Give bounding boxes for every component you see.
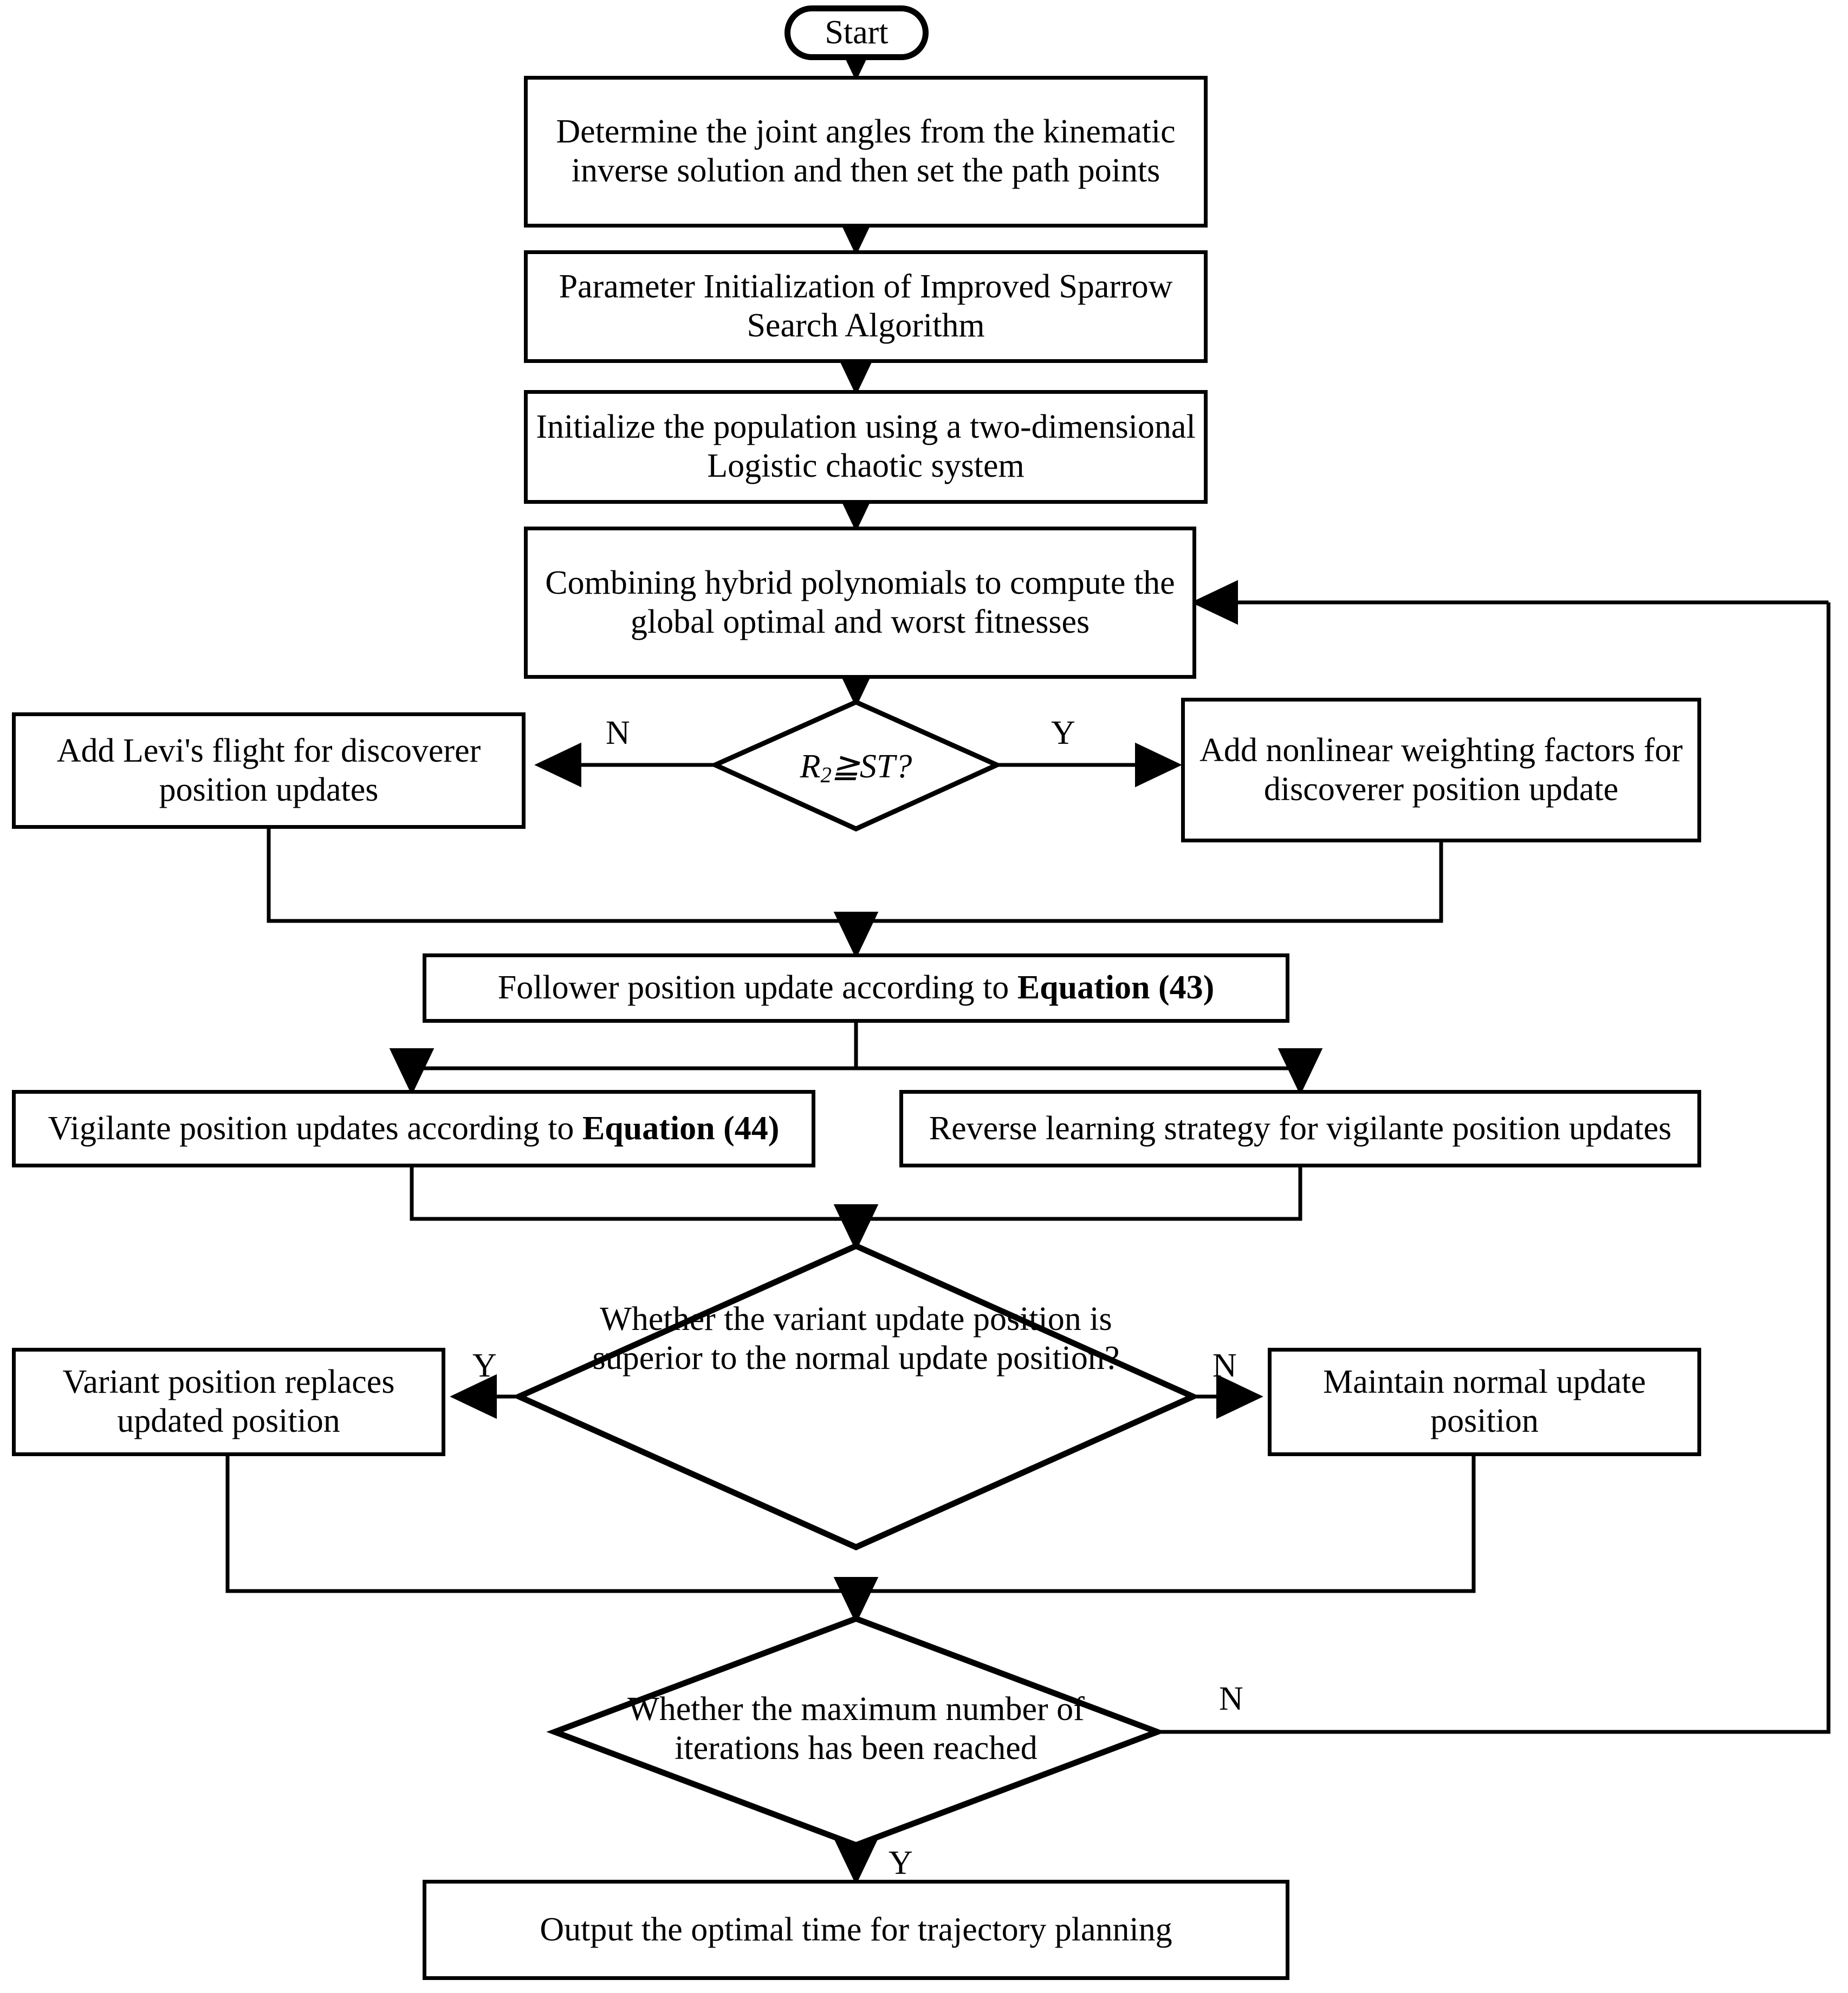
- node-combining-hybrid-polynomials[interactable]: Combining hybrid polynomials to compute …: [524, 527, 1196, 679]
- follower-update-equation-ref: Equation (43): [1017, 969, 1215, 1007]
- node-maintain-normal-label: Maintain normal update position: [1323, 1364, 1646, 1439]
- node-follower-update[interactable]: Follower position update according to Eq…: [423, 953, 1289, 1023]
- node-reverse-learning-label: Reverse learning strategy for vigilante …: [929, 1109, 1672, 1147]
- node-determine-joint-angles-label: Determine the joint angles from the kine…: [556, 113, 1176, 189]
- node-vigilante-update-label: Vigilante position updates according to …: [16, 1109, 812, 1148]
- node-levy-flight[interactable]: Add Levi's flight for discoverer positio…: [12, 712, 526, 829]
- node-vigilante-update[interactable]: Vigilante position updates according to …: [12, 1090, 815, 1167]
- vigilante-update-equation-ref: Equation (44): [582, 1109, 780, 1147]
- edge-label-r2-yes: Y: [1051, 715, 1075, 751]
- edge-label-variant-yes: Y: [472, 1347, 497, 1384]
- node-start-label: Start: [825, 14, 889, 51]
- node-maintain-normal[interactable]: Maintain normal update position: [1268, 1348, 1701, 1456]
- node-parameter-initialization[interactable]: Parameter Initialization of Improved Spa…: [524, 250, 1208, 363]
- node-nonlinear-weighting[interactable]: Add nonlinear weighting factors for disc…: [1181, 698, 1701, 842]
- node-start[interactable]: Start: [784, 5, 929, 60]
- node-output-optimal-time-label: Output the optimal time for trajectory p…: [540, 1911, 1172, 1948]
- edge-label-r2-no: N: [606, 715, 630, 751]
- node-initialize-population[interactable]: Initialize the population using a two-di…: [524, 390, 1208, 504]
- node-nonlinear-weighting-label: Add nonlinear weighting factors for disc…: [1199, 731, 1683, 808]
- node-parameter-initialization-label: Parameter Initialization of Improved Spa…: [559, 268, 1173, 344]
- edge-label-maxiter-no: N: [1219, 1680, 1243, 1717]
- edge-label-variant-no: N: [1212, 1347, 1237, 1384]
- edge-label-maxiter-yes: Y: [889, 1845, 913, 1881]
- node-combining-hybrid-polynomials-label: Combining hybrid polynomials to compute …: [545, 564, 1175, 640]
- follower-update-text: Follower position update according to: [497, 969, 1017, 1007]
- node-determine-joint-angles[interactable]: Determine the joint angles from the kine…: [524, 76, 1208, 228]
- node-reverse-learning[interactable]: Reverse learning strategy for vigilante …: [899, 1090, 1701, 1167]
- node-follower-update-label: Follower position update according to Eq…: [426, 969, 1286, 1008]
- node-variant-replaces[interactable]: Variant position replaces updated positi…: [12, 1348, 445, 1456]
- node-initialize-population-label: Initialize the population using a two-di…: [536, 408, 1196, 484]
- node-variant-replaces-label: Variant position replaces updated positi…: [62, 1364, 395, 1439]
- node-output-optimal-time[interactable]: Output the optimal time for trajectory p…: [423, 1880, 1289, 1980]
- vigilante-update-text: Vigilante position updates according to: [48, 1109, 582, 1147]
- node-levy-flight-label: Add Levi's flight for discoverer positio…: [56, 732, 481, 808]
